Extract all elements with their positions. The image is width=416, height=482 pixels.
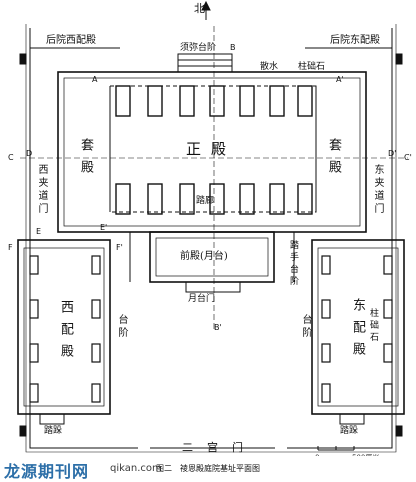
- watermark-url: qikan.com: [110, 463, 162, 474]
- east-gate-label: 东夹道门: [372, 164, 383, 216]
- marker-e-prime: E': [100, 223, 108, 232]
- top-stair-label: 须弥台阶: [180, 43, 217, 53]
- east-steps-label: 台阶: [300, 314, 311, 340]
- scale-bar: [317, 446, 355, 451]
- front-gate-label: 月台门: [188, 294, 216, 304]
- marker-f: F: [8, 243, 13, 252]
- figure-caption: 图二 祾恩殿庭院基址平面图: [156, 464, 260, 473]
- marker-b-prime: B': [214, 323, 222, 332]
- apron-label: 散水: [260, 62, 279, 72]
- east-bottom-steps-label: 踏跺: [340, 426, 359, 436]
- marker-b: B: [230, 43, 236, 52]
- marker-e: E: [36, 227, 42, 236]
- west-gate-label: 西夹道门: [36, 164, 47, 216]
- east-hall-label: 东配殿: [350, 298, 365, 364]
- top-stair: [177, 53, 233, 73]
- second-gate-label: 二宫门: [182, 441, 257, 454]
- rear-east-hall-label: 后院东配殿: [330, 35, 380, 46]
- marker-a-prime: A': [336, 75, 344, 84]
- pillar-label: 柱础石: [368, 308, 378, 344]
- marker-a: A: [92, 75, 98, 84]
- marker-c-prime: C': [404, 153, 412, 162]
- corridor-label: 踏廊: [196, 196, 215, 206]
- west-side-hall-label: 套殿: [78, 138, 93, 182]
- west-steps-label: 台阶: [116, 314, 127, 340]
- west-hall-label: 西配殿: [58, 300, 73, 366]
- marker-c: C: [8, 153, 14, 162]
- marker-d-prime: D': [388, 149, 397, 158]
- side-steps-label: 踏手台阶: [288, 240, 298, 288]
- moon-terrace-label: 前殿(月台): [180, 251, 228, 262]
- marker-d: D: [26, 149, 33, 158]
- north-label: 北: [194, 2, 205, 15]
- west-bottom-steps-label: 踏跺: [44, 426, 63, 436]
- marker-f-prime: F': [116, 243, 123, 252]
- pillar-stone-label: 柱础石: [298, 62, 326, 72]
- courtyard-wall: [29, 28, 393, 449]
- rear-west-hall-label: 后院西配殿: [46, 35, 96, 46]
- watermark-band: [0, 456, 416, 480]
- watermark-logo: 龙源期刊网: [4, 462, 90, 481]
- main-hall-label: 正殿: [186, 140, 237, 158]
- east-side-hall-label: 套殿: [326, 138, 341, 182]
- north-arrow-icon: [201, 0, 211, 20]
